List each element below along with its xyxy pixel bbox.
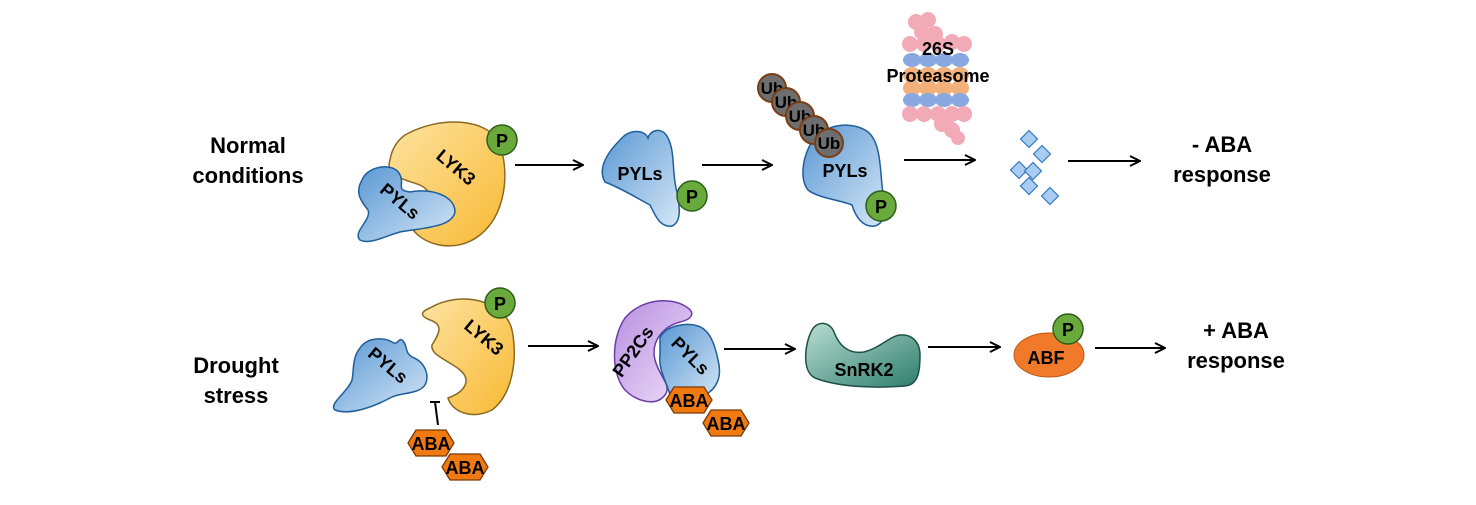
svg-text:P: P	[686, 187, 698, 207]
abf-transcription-factor: ABF P	[1013, 313, 1085, 378]
aba-molecule: ABA	[665, 386, 713, 414]
svg-text:P: P	[875, 197, 887, 217]
pp2cs-pyls-aba-complex: PP2Cs PYLs ABA ABA	[609, 300, 750, 437]
snrk2-kinase: SnRK2	[804, 322, 921, 388]
pyls-ubiquitinated: PYLs Ub Ub Ub Ub Ub P	[757, 73, 897, 227]
proteasome-top-cap	[902, 12, 972, 52]
outcome-drought-line1: + ABA	[1203, 318, 1269, 343]
pyls-protein	[601, 129, 680, 227]
row-label-normal-line2: conditions	[192, 163, 303, 188]
outcome-drought-line2: response	[1187, 348, 1285, 373]
phosphate-group: P	[1052, 313, 1084, 345]
lyk3-pyls-complex-normal: LYK3 PYLs P	[357, 121, 518, 247]
inhibition-symbol	[430, 401, 440, 426]
aba-molecule: ABA	[441, 453, 489, 481]
lyk3-protein	[421, 298, 515, 416]
row-label-drought-line1: Drought	[193, 353, 279, 378]
svg-text:ABA: ABA	[707, 414, 746, 434]
row-label-drought-line2: stress	[204, 383, 269, 408]
outcome-drought: + ABA response	[1187, 318, 1285, 373]
proteasome-26s: 26S Proteasome	[886, 12, 990, 145]
lyk3-pyls-dissociated: LYK3 PYLs P ABA ABA	[332, 287, 516, 481]
svg-text:Ub: Ub	[818, 134, 841, 153]
svg-text:ABA: ABA	[412, 434, 451, 454]
pyls-label: PYLs	[822, 161, 867, 181]
row-label-normal: Normal conditions	[192, 133, 303, 188]
svg-text:ABA: ABA	[670, 391, 709, 411]
outcome-normal-line1: - ABA	[1192, 132, 1252, 157]
ubiquitin-chain: Ub Ub Ub Ub Ub	[757, 73, 844, 158]
proteasome-label-line1: 26S	[922, 39, 954, 59]
row-label-drought: Drought stress	[193, 353, 279, 408]
phosphate-group: P	[484, 287, 516, 319]
proteasome-alpha-ring-top	[903, 53, 969, 67]
pyls-label: PYLs	[617, 164, 662, 184]
pyls-protein	[659, 323, 721, 401]
proteasome-alpha-ring-bottom	[903, 93, 969, 107]
aba-molecule: ABA	[702, 409, 750, 437]
svg-text:P: P	[1062, 320, 1074, 340]
proteasome-bottom-cap	[902, 106, 972, 145]
phosphate-group: P	[486, 124, 518, 156]
outcome-normal: - ABA response	[1173, 132, 1271, 187]
abf-label: ABF	[1028, 348, 1065, 368]
phosphate-group: P	[676, 180, 708, 212]
svg-text:P: P	[494, 294, 506, 314]
pyls-protein	[332, 338, 428, 413]
pp2cs-protein	[613, 300, 693, 403]
outcome-normal-line2: response	[1173, 162, 1271, 187]
ubiquitin: Ub	[814, 128, 844, 158]
phosphate-group: P	[865, 190, 897, 222]
proteasome-beta-ring	[903, 67, 969, 96]
proteasome-label-line2: Proteasome	[886, 66, 989, 86]
pyls-phosphorylated: PYLs P	[601, 129, 708, 227]
degraded-pyls-fragments	[1009, 129, 1060, 206]
svg-text:ABA: ABA	[446, 458, 485, 478]
row-label-normal-line1: Normal	[210, 133, 286, 158]
aba-molecule: ABA	[407, 429, 455, 457]
svg-text:P: P	[496, 131, 508, 151]
pyls-protein	[357, 166, 456, 243]
snrk2-label: SnRK2	[834, 360, 893, 380]
snrk2-protein	[804, 322, 921, 388]
